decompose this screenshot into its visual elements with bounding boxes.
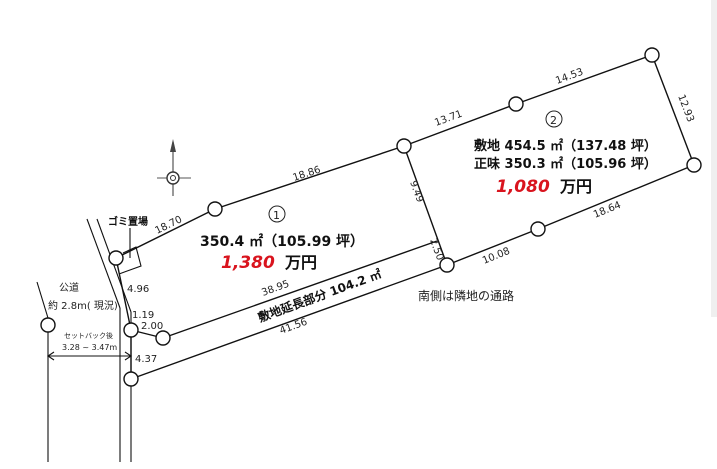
svg-text:18.86: 18.86 <box>292 165 323 184</box>
svg-text:2.00: 2.00 <box>141 321 163 332</box>
boundary-markers <box>40 47 702 387</box>
svg-text:2: 2 <box>550 114 557 127</box>
lot-1-info: 1 350.4 ㎡（105.99 坪） 1,380 万円 <box>200 205 364 273</box>
svg-text:3.28 ~ 3.47m: 3.28 ~ 3.47m <box>62 343 117 352</box>
svg-text:14.53: 14.53 <box>554 67 585 87</box>
svg-text:1,080: 1,080 <box>496 177 550 197</box>
svg-text:2.50: 2.50 <box>427 237 445 262</box>
svg-text:4.37: 4.37 <box>135 354 157 365</box>
svg-text:4.96: 4.96 <box>127 284 149 295</box>
north-arrow-icon <box>157 139 191 196</box>
svg-text:1,380: 1,380 <box>221 253 275 273</box>
svg-text:万円: 万円 <box>284 253 317 272</box>
svg-text:350.4 ㎡（105.99 坪）: 350.4 ㎡（105.99 坪） <box>200 233 364 250</box>
svg-text:12.93: 12.93 <box>675 93 696 124</box>
svg-text:南側は隣地の通路: 南側は隣地の通路 <box>418 288 514 303</box>
svg-text:38.95: 38.95 <box>260 279 291 299</box>
svg-text:18.64: 18.64 <box>592 200 623 221</box>
svg-text:セットバック後: セットバック後 <box>64 331 113 340</box>
garbage-area <box>118 228 142 275</box>
svg-text:約 2.8m( 現況): 約 2.8m( 現況) <box>48 299 118 312</box>
svg-text:万円: 万円 <box>559 177 592 196</box>
lot-boundaries <box>115 54 695 380</box>
road-lines <box>36 218 132 462</box>
svg-text:1.19: 1.19 <box>132 310 154 321</box>
page-edge-strip <box>711 0 717 317</box>
svg-text:9.49: 9.49 <box>407 179 425 204</box>
svg-text:ゴミ置場: ゴミ置場 <box>108 215 148 228</box>
svg-text:公道: 公道 <box>59 281 79 294</box>
svg-text:1: 1 <box>273 209 280 222</box>
svg-text:敷地 454.5 ㎡（137.48 坪）: 敷地 454.5 ㎡（137.48 坪） <box>474 138 657 154</box>
svg-text:正味 350.3 ㎡（105.96 坪）: 正味 350.3 ㎡（105.96 坪） <box>474 156 657 172</box>
lot-2-info: 2 敷地 454.5 ㎡（137.48 坪） 正味 350.3 ㎡（105.96… <box>474 110 657 197</box>
notes: ゴミ置場 公道 約 2.8m( 現況) セットバック後 3.28 ~ 3.47m… <box>48 215 514 352</box>
setback-arrow <box>47 351 132 361</box>
svg-text:18.70: 18.70 <box>153 214 184 236</box>
